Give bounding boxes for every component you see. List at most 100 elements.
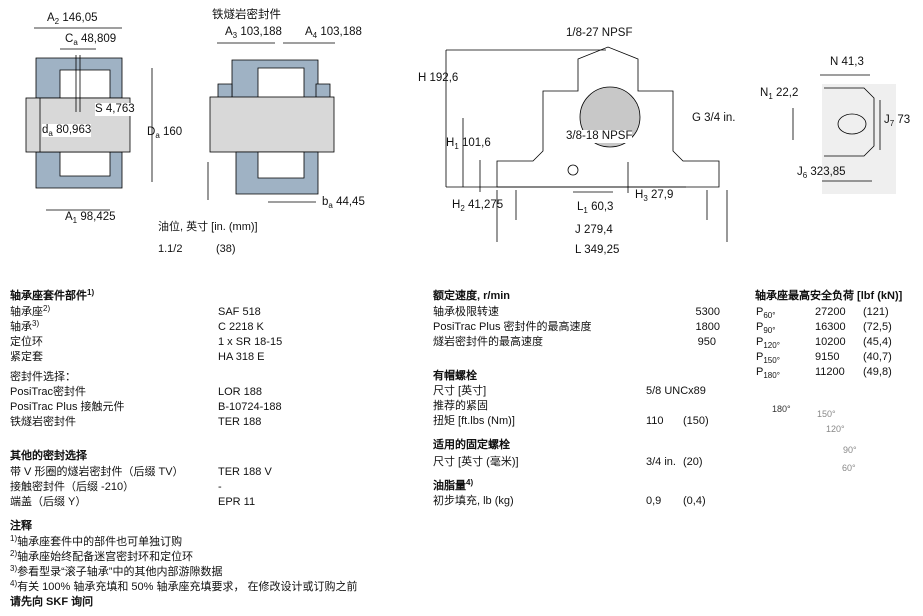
load-kn: (72,5)	[863, 321, 892, 333]
seal-value: B-10724-188	[218, 401, 282, 413]
kit-row: 轴承3)	[10, 319, 40, 334]
side-thread: 3/8-18 NPSF	[566, 130, 633, 143]
other-seal-value: -	[218, 481, 222, 493]
attachment-bolts-heading: 适用的固定螺栓	[433, 439, 510, 451]
load-kn: (121)	[863, 306, 889, 318]
dim-a1: A1 98,425	[65, 211, 116, 225]
dim-ba: ba 44,45	[322, 196, 365, 210]
attachment-bolt-in: 3/4 in.	[646, 456, 676, 468]
torque-label-2: 扭矩 [ft.lbs (Nm)]	[433, 415, 515, 427]
left-section-drawing	[25, 27, 153, 211]
cap-bolts-heading: 有帽螺栓	[433, 370, 477, 382]
attachment-bolt-mm: (20)	[683, 456, 703, 468]
seal-row: PosiTrac Plus 接触元件	[10, 401, 125, 413]
speed-row: 燧岩密封件的最高速度	[433, 336, 543, 348]
seal-value: TER 188	[218, 416, 262, 428]
note-item: 1)轴承座套件中的部件也可单独订购	[10, 534, 183, 549]
dim-l1: L1 60,3	[577, 201, 614, 215]
load-angle: P90°	[756, 321, 776, 335]
load-angle: P120°	[756, 336, 780, 350]
seal-row: PosiTrac密封件	[10, 386, 86, 398]
torque-label-1: 推荐的紧固	[433, 400, 488, 412]
kit-row: 紧定套	[10, 351, 43, 363]
other-seal-value: TER 188 V	[218, 466, 272, 478]
speed-value: 5300	[695, 306, 720, 318]
dim-h1: H1 101,6	[446, 137, 491, 151]
kit-value: C 2218 K	[218, 321, 264, 333]
oil-level-label: 油位, 英寸 [in. (mm)]	[158, 221, 258, 233]
dim-h: H 192,6	[418, 72, 459, 84]
kit-value: SAF 518	[218, 306, 261, 318]
angle-label: 180°	[772, 404, 791, 414]
dim-h3: H3 27,9	[635, 189, 674, 203]
load-lbf: 16300	[815, 321, 846, 333]
note-item: 4)有关 100% 轴承充填和 50% 轴承座充填要求， 在修改设计或订购之前	[10, 579, 358, 594]
other-seals-heading: 其他的密封选择	[10, 450, 87, 462]
angle-label: 150°	[817, 409, 836, 419]
taconite-section-drawing	[207, 42, 335, 203]
dim-g: G 3/4 in.	[692, 112, 736, 124]
speed-row: 轴承极限转速	[433, 306, 499, 318]
seal-row: 铁燧岩密封件	[10, 416, 76, 428]
angle-label: 120°	[826, 424, 845, 434]
load-lbf: 11200	[815, 366, 845, 378]
attachment-bolt-size-label: 尺寸 [英寸 (毫米)]	[433, 456, 519, 468]
kit-row: 轴承座2)	[10, 304, 51, 319]
dim-da: da 80,963	[42, 124, 92, 138]
load-kn: (45,4)	[863, 336, 892, 348]
other-seal-value: EPR 11	[218, 496, 256, 508]
dim-a2: A2 146,05	[47, 12, 98, 26]
load-kn: (49,8)	[863, 366, 892, 378]
grease-kg: (0,4)	[683, 495, 706, 507]
dim-n1: N1 22,2	[760, 87, 799, 101]
speed-value: 1800	[695, 321, 720, 333]
dim-j6: J6 323,85	[797, 166, 846, 180]
load-angle: P150°	[756, 351, 780, 365]
dim-s: S 4,763	[95, 103, 135, 116]
kit-heading: 轴承座套件部件1)	[10, 288, 95, 303]
dim-a3: A3 103,188	[225, 26, 282, 40]
angle-label: 60°	[842, 463, 856, 473]
speed-value: 950	[697, 336, 716, 348]
grease-lb: 0,9	[646, 495, 662, 507]
taconite-title: 铁燧岩密封件	[212, 9, 281, 21]
angle-label: 90°	[843, 445, 857, 455]
torque-nm: (150)	[683, 415, 709, 427]
kit-row: 定位环	[10, 336, 43, 348]
dim-ca: Ca 48,809	[65, 33, 117, 47]
grease-label: 初步填充, lb (kg)	[433, 495, 514, 507]
kit-value: 1 x SR 18-15	[218, 336, 283, 348]
torque-ft: 110	[646, 415, 664, 427]
dim-n: N 41,3	[830, 56, 864, 68]
kit-value: HA 318 E	[218, 351, 265, 363]
seal-value: LOR 188	[218, 386, 263, 398]
load-lbf: 9150	[815, 351, 840, 363]
load-angle: P60°	[756, 306, 776, 320]
dim-j7: J7 73	[884, 114, 911, 128]
oil-level-inch: 1.1/2	[158, 243, 183, 255]
dim-a4: A4 103,188	[305, 26, 362, 40]
other-seal-row: 带 V 形圈的燧岩密封件（后缀 TV）	[10, 466, 184, 478]
load-lbf: 27200	[815, 306, 846, 318]
dim-j: J 279,4	[575, 224, 613, 236]
note-item: 2)轴承座始终配备迷宫密封环和定位环	[10, 549, 194, 564]
other-seal-row: 端盖（后缀 Y）	[10, 496, 87, 508]
speed-row: PosiTrac Plus 密封件的最高速度	[433, 321, 592, 333]
dim-da-outer: Da 160	[147, 126, 183, 140]
foot-detail-drawing	[792, 74, 896, 194]
grease-heading: 油脂量4)	[433, 478, 474, 493]
load-angle: P180°	[756, 366, 780, 380]
speeds-heading: 额定速度, r/min	[433, 290, 511, 302]
other-seal-row: 接触密封件（后缀 -210）	[10, 481, 135, 493]
cap-bolt-size-value: 5/8 UNCx89	[646, 385, 706, 397]
notes-heading: 注释	[10, 520, 32, 532]
oil-level-mm: (38)	[216, 243, 236, 255]
top-thread: 1/8-27 NPSF	[566, 27, 633, 39]
dim-h2: H2 41,275	[452, 199, 504, 213]
dim-l: L 349,25	[575, 244, 620, 256]
load-kn: (40,7)	[863, 351, 892, 363]
load-lbf: 10200	[815, 336, 846, 348]
notes-footer: 请先向 SKF 询问	[10, 596, 94, 608]
loads-heading: 轴承座最高安全负荷 [lbf (kN)]	[755, 290, 903, 302]
